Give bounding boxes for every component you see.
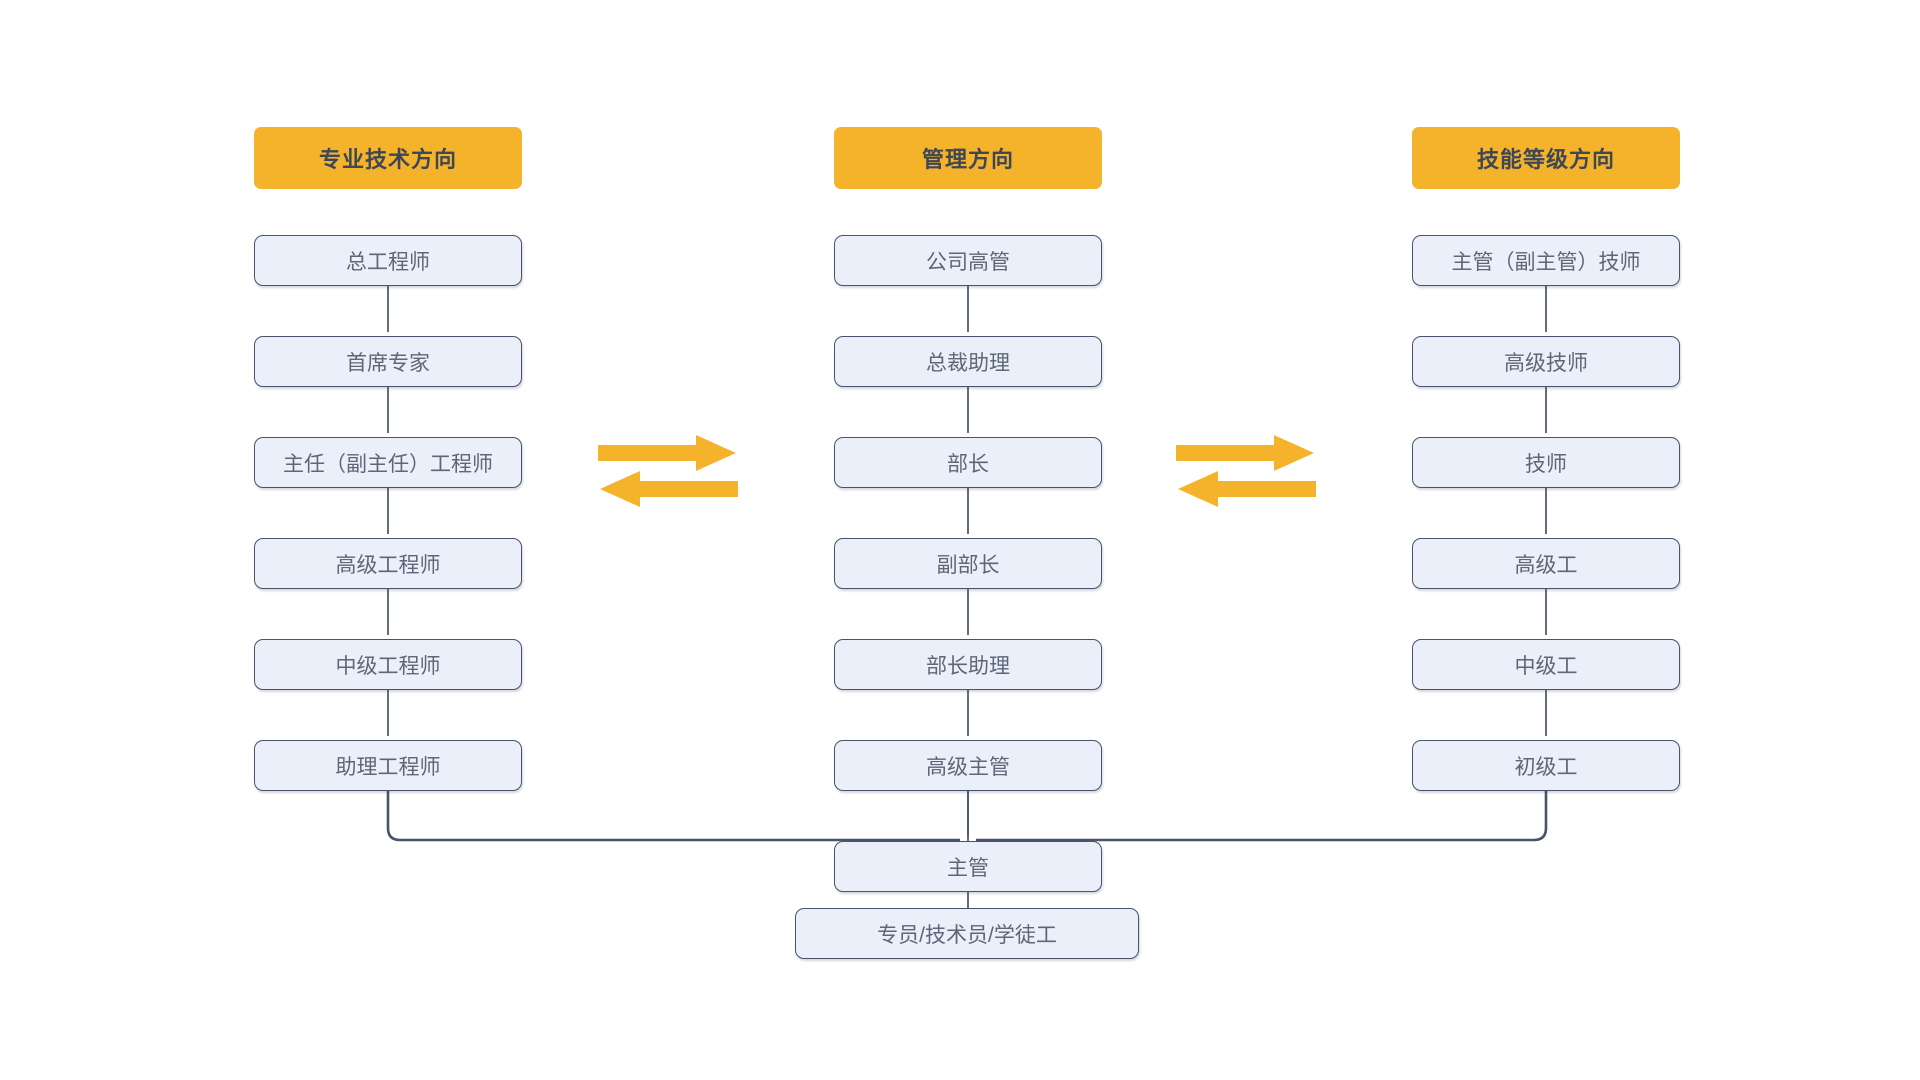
arrow-right-icon	[1176, 435, 1314, 471]
column-header-skill[interactable]: 技能等级方向	[1412, 127, 1680, 189]
node-management-5[interactable]: 高级主管	[834, 740, 1102, 791]
node-management-3[interactable]: 副部长	[834, 538, 1102, 589]
node-skill-2[interactable]: 技师	[1412, 437, 1680, 488]
arrow-left-icon	[600, 471, 738, 507]
node-technical-4[interactable]: 中级工程师	[254, 639, 522, 690]
node-technical-1[interactable]: 首席专家	[254, 336, 522, 387]
column-header-technical[interactable]: 专业技术方向	[254, 127, 522, 189]
node-technical-0[interactable]: 总工程师	[254, 235, 522, 286]
bidirectional-arrow-icon-left	[598, 435, 738, 507]
node-management-2[interactable]: 部长	[834, 437, 1102, 488]
node-management-1[interactable]: 总裁助理	[834, 336, 1102, 387]
node-entry-level[interactable]: 专员/技术员/学徒工	[795, 908, 1139, 959]
node-skill-4[interactable]: 中级工	[1412, 639, 1680, 690]
node-technical-2[interactable]: 主任（副主任）工程师	[254, 437, 522, 488]
node-skill-3[interactable]: 高级工	[1412, 538, 1680, 589]
arrow-right-icon	[598, 435, 736, 471]
node-management-0[interactable]: 公司高管	[834, 235, 1102, 286]
node-management-4[interactable]: 部长助理	[834, 639, 1102, 690]
node-skill-5[interactable]: 初级工	[1412, 740, 1680, 791]
node-skill-0[interactable]: 主管（副主管）技师	[1412, 235, 1680, 286]
column-header-management[interactable]: 管理方向	[834, 127, 1102, 189]
bidirectional-arrow-icon-right	[1176, 435, 1316, 507]
arrow-left-icon	[1178, 471, 1316, 507]
node-technical-3[interactable]: 高级工程师	[254, 538, 522, 589]
node-management-6[interactable]: 主管	[834, 841, 1102, 892]
node-technical-5[interactable]: 助理工程师	[254, 740, 522, 791]
node-skill-1[interactable]: 高级技师	[1412, 336, 1680, 387]
